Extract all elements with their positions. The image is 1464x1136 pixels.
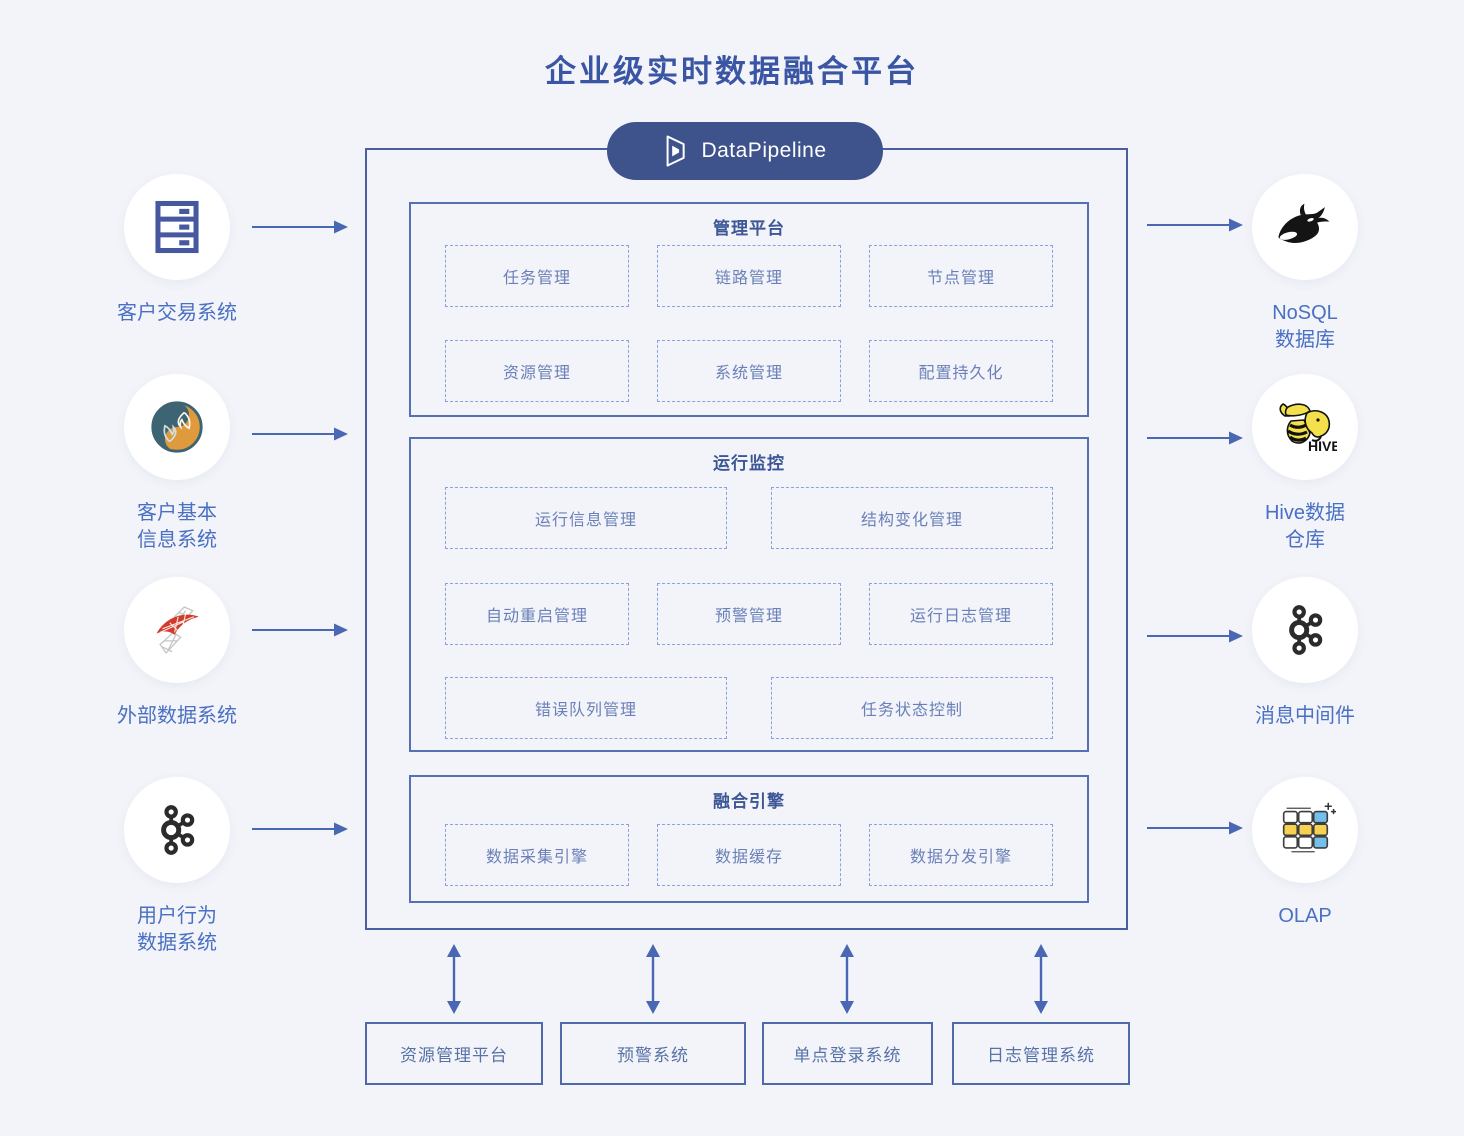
- module-box: 任务状态控制: [771, 677, 1053, 739]
- datapipeline-logo-icon: [663, 133, 689, 169]
- section-management-platform: 管理平台 任务管理 链路管理 节点管理 资源管理 系统管理 配置持久化: [409, 202, 1089, 417]
- system-label: Hive数据 仓库: [1265, 500, 1345, 554]
- label-line: OLAP: [1278, 905, 1332, 927]
- right-system-message-middleware: 消息中间件: [1252, 577, 1358, 730]
- arrow-left-2: [252, 426, 348, 442]
- section-row: 任务管理 链路管理 节点管理: [445, 245, 1053, 307]
- bottom-system-log-mgmt: 日志管理系统: [952, 1022, 1130, 1085]
- arrow-left-3: [252, 622, 348, 638]
- system-label: NoSQL 数据库: [1272, 300, 1338, 354]
- arrow-right-4: [1147, 820, 1243, 836]
- system-label: OLAP: [1278, 903, 1331, 930]
- arrow-vertical-2: [644, 944, 662, 1014]
- orca-whale-icon: [1278, 203, 1330, 243]
- icon-circle: [124, 374, 230, 480]
- module-box: 错误队列管理: [445, 677, 727, 739]
- arrow-left-1: [252, 219, 348, 235]
- label-line: 信息系统: [137, 529, 217, 551]
- right-system-olap: OLAP: [1252, 777, 1358, 930]
- right-system-hive: HIVE Hive数据 仓库: [1252, 374, 1358, 554]
- system-label: 客户交易系统: [117, 300, 237, 327]
- left-system-user-behavior: 用户行为 数据系统: [124, 777, 230, 957]
- left-system-customer-info: 客户基本 信息系统: [124, 374, 230, 554]
- arrow-right-1: [1147, 217, 1243, 233]
- left-system-customer-transaction: 客户交易系统: [117, 174, 237, 327]
- server-icon: [155, 200, 199, 254]
- svg-text:HIVE: HIVE: [1308, 438, 1337, 454]
- section-row: 自动重启管理 预警管理 运行日志管理: [445, 583, 1053, 645]
- module-box: 节点管理: [869, 245, 1053, 307]
- system-label: 外部数据系统: [117, 703, 237, 730]
- bottom-system-alert: 预警系统: [560, 1022, 746, 1085]
- label-line: 用户行为: [137, 905, 217, 927]
- arrow-vertical-3: [838, 944, 856, 1014]
- mysql-dolphin-icon: [151, 401, 203, 453]
- section-row: 运行信息管理 结构变化管理: [445, 487, 1053, 549]
- label-line: 客户交易系统: [117, 302, 237, 324]
- section-row: 错误队列管理 任务状态控制: [445, 677, 1053, 739]
- module-box: 配置持久化: [869, 340, 1053, 402]
- label-line: 消息中间件: [1255, 705, 1355, 727]
- platform-outer-box: 管理平台 任务管理 链路管理 节点管理 资源管理 系统管理 配置持久化 运行监控…: [365, 148, 1128, 930]
- brand-badge: DataPipeline: [607, 122, 883, 180]
- sqlserver-icon: [156, 606, 199, 655]
- left-system-external-data: 外部数据系统: [117, 577, 237, 730]
- module-box: 数据采集引擎: [445, 824, 629, 886]
- system-label: 客户基本 信息系统: [137, 500, 217, 554]
- section-title: 融合引擎: [713, 792, 785, 811]
- label-line: 数据系统: [137, 932, 217, 954]
- system-label: 用户行为 数据系统: [137, 903, 217, 957]
- module-box: 系统管理: [657, 340, 841, 402]
- section-row: 数据采集引擎 数据缓存 数据分发引擎: [445, 824, 1053, 886]
- section-run-monitoring: 运行监控 运行信息管理 结构变化管理 自动重启管理 预警管理 运行日志管理 错误…: [409, 437, 1089, 752]
- right-system-nosql: NoSQL 数据库: [1252, 174, 1358, 354]
- module-box: 链路管理: [657, 245, 841, 307]
- module-box: 数据缓存: [657, 824, 841, 886]
- module-box: 结构变化管理: [771, 487, 1053, 549]
- hive-icon: HIVE: [1279, 403, 1337, 454]
- icon-circle: [124, 577, 230, 683]
- arrow-right-2: [1147, 430, 1243, 446]
- module-box: 资源管理: [445, 340, 629, 402]
- arrow-left-4: [252, 821, 348, 837]
- label-line: 数据库: [1275, 329, 1335, 351]
- label-line: 仓库: [1284, 529, 1325, 551]
- section-row: 资源管理 系统管理 配置持久化: [445, 340, 1053, 402]
- module-box: 预警管理: [657, 583, 841, 645]
- icon-circle: [124, 174, 230, 280]
- arrow-vertical-1: [445, 944, 463, 1014]
- module-box: 数据分发引擎: [869, 824, 1053, 886]
- label-line: NoSQL: [1272, 302, 1338, 324]
- section-title: 管理平台: [713, 219, 785, 238]
- label-line: 外部数据系统: [117, 705, 237, 727]
- olap-grid-icon: [1282, 802, 1336, 853]
- bottom-system-sso: 单点登录系统: [762, 1022, 933, 1085]
- module-box: 自动重启管理: [445, 583, 629, 645]
- arrow-right-3: [1147, 628, 1243, 644]
- kafka-icon: [1289, 605, 1323, 655]
- icon-circle: [1252, 174, 1358, 280]
- module-box: 任务管理: [445, 245, 629, 307]
- page-title: 企业级实时数据融合平台: [545, 54, 919, 89]
- system-label: 消息中间件: [1255, 703, 1355, 730]
- label-line: 客户基本: [137, 502, 217, 524]
- icon-circle: [1252, 777, 1358, 883]
- arrow-vertical-4: [1032, 944, 1050, 1014]
- module-box: 运行日志管理: [869, 583, 1053, 645]
- section-title: 运行监控: [713, 454, 785, 473]
- module-box: 运行信息管理: [445, 487, 727, 549]
- bottom-system-resource-mgmt: 资源管理平台: [365, 1022, 543, 1085]
- kafka-icon: [161, 805, 195, 855]
- brand-name: DataPipeline: [701, 139, 827, 162]
- icon-circle: [124, 777, 230, 883]
- icon-circle: [1252, 577, 1358, 683]
- label-line: Hive数据: [1264, 502, 1345, 524]
- section-fusion-engine: 融合引擎 数据采集引擎 数据缓存 数据分发引擎: [409, 775, 1089, 903]
- icon-circle: HIVE: [1252, 374, 1358, 480]
